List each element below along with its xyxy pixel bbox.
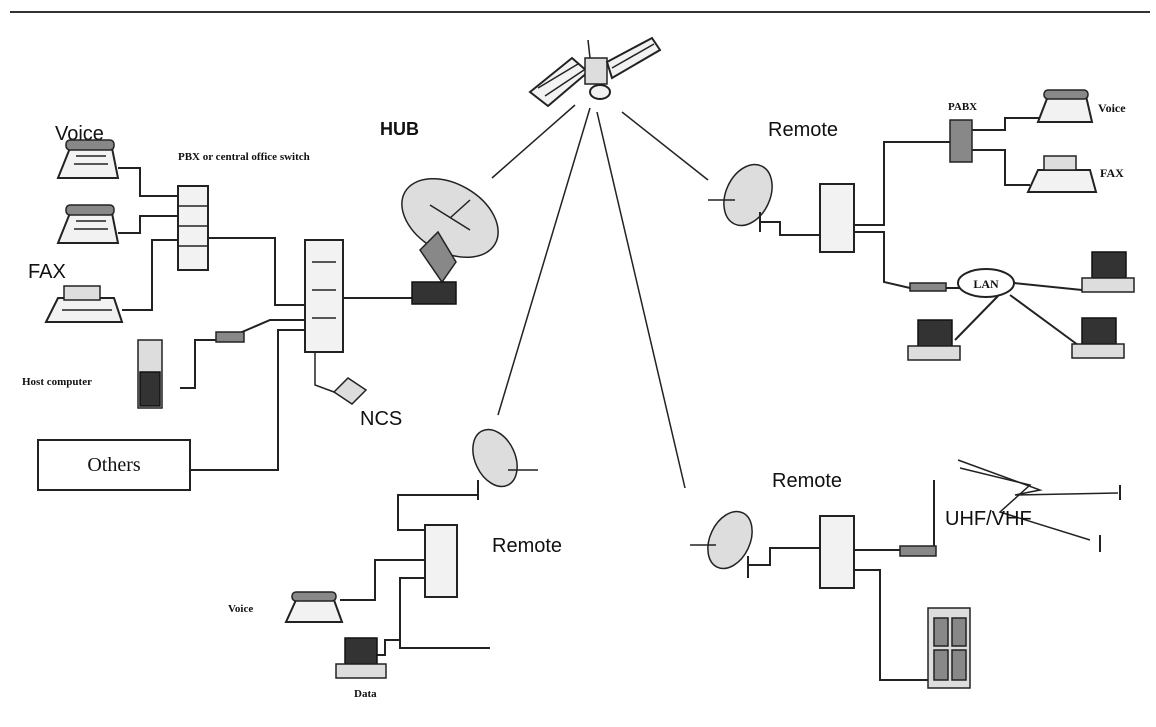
pbx-switch-icon bbox=[178, 186, 208, 270]
computer-icon-lan-2 bbox=[908, 320, 960, 360]
remote-br-to-server bbox=[854, 570, 928, 680]
remote-top-rack-icon bbox=[820, 184, 854, 252]
remote-to-lan bbox=[854, 232, 960, 288]
remote-bottom-left-label: Remote bbox=[492, 535, 562, 557]
fax-icon-left bbox=[46, 286, 122, 322]
ncs-terminal-icon bbox=[334, 378, 366, 404]
remote-top-dish-link bbox=[760, 222, 820, 235]
computer-icon-lan-3 bbox=[1072, 318, 1124, 358]
telephone-icon-bottom bbox=[286, 592, 342, 622]
fax-right-label: FAX bbox=[1100, 166, 1124, 180]
host-computer-label: Host computer bbox=[22, 376, 92, 388]
remote-bl-to-computer bbox=[375, 640, 400, 655]
lan-link-3 bbox=[1010, 295, 1078, 345]
remote-top-label: Remote bbox=[768, 119, 838, 141]
pbx-left-label: PBX or central office switch bbox=[178, 151, 310, 163]
computer-icon-lan-1 bbox=[1082, 252, 1134, 292]
pabx-to-voice bbox=[972, 118, 1040, 130]
remote-br-dish-link bbox=[748, 548, 820, 565]
ncs-label: NCS bbox=[360, 408, 402, 430]
remote-bottom-right-rack-icon bbox=[820, 516, 854, 588]
modem-icon-right-top bbox=[910, 283, 946, 291]
lan-label: LAN bbox=[973, 277, 999, 291]
hub-satellite-dish-icon bbox=[388, 163, 512, 304]
lan-link-1 bbox=[1014, 283, 1082, 290]
pabx-to-fax bbox=[972, 150, 1030, 185]
remote-bottom-right-label: Remote bbox=[772, 470, 842, 492]
hub-label: HUB bbox=[380, 119, 419, 139]
data-bottom-label: Data bbox=[354, 688, 377, 700]
hub-equipment-rack-icon bbox=[305, 240, 343, 352]
remote-to-pabx bbox=[854, 142, 950, 225]
remote-bl-to-phone bbox=[340, 560, 425, 600]
pabx-label: PABX bbox=[948, 101, 977, 113]
voice-bottom-label: Voice bbox=[228, 603, 253, 615]
others-label: Others bbox=[87, 454, 141, 476]
server-cabinet-icon bbox=[928, 608, 970, 688]
remote-bottom-left-dish-icon bbox=[464, 422, 538, 500]
pabx-icon bbox=[950, 120, 972, 162]
satellite-links bbox=[492, 105, 708, 488]
telephone-icon-left-2 bbox=[58, 205, 118, 243]
fax-left-label: FAX bbox=[28, 261, 66, 283]
ncs-link bbox=[315, 352, 334, 392]
fax-icon-right bbox=[1028, 156, 1096, 192]
satellite-icon bbox=[530, 38, 660, 106]
computer-icon-data bbox=[336, 638, 386, 678]
radio-link-lightning bbox=[958, 460, 1120, 552]
host-computer-icon bbox=[138, 340, 162, 408]
radio-modem-icon bbox=[900, 546, 936, 556]
modem-icon-left bbox=[216, 332, 244, 342]
telephone-icon-left-1 bbox=[58, 140, 118, 178]
left-connection-lines bbox=[118, 168, 305, 470]
telephone-icon-right bbox=[1038, 90, 1092, 122]
lan-link-2 bbox=[955, 296, 998, 340]
remote-bottom-right-dish-icon bbox=[690, 504, 761, 578]
uhf-vhf-label: UHF/VHF bbox=[945, 508, 1032, 530]
voice-right-label: Voice bbox=[1098, 101, 1126, 115]
remote-bottom-left-rack-icon bbox=[425, 525, 457, 597]
